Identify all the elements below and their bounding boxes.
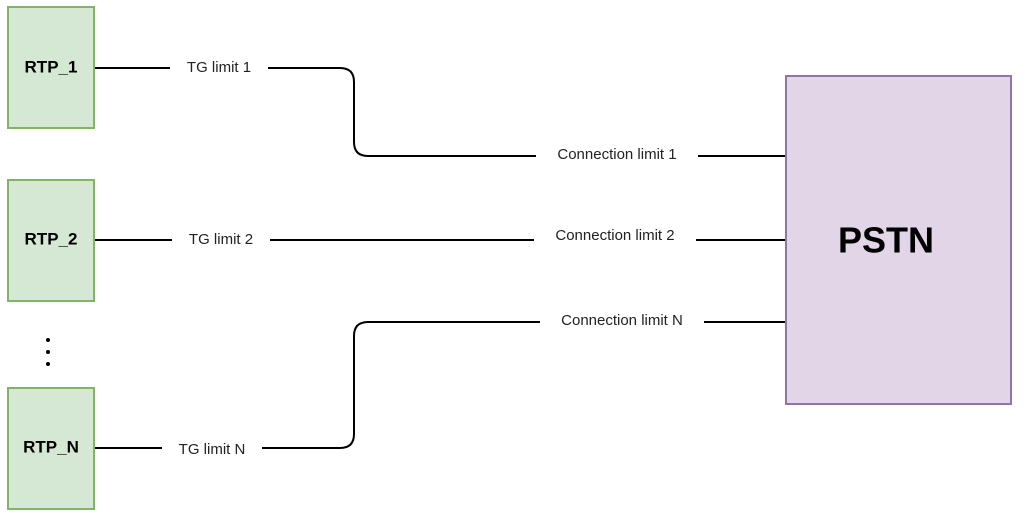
ellipsis-icon xyxy=(46,338,50,366)
node-rtp-n[interactable]: RTP_N xyxy=(7,387,95,510)
node-rtp-2-label: RTP_2 xyxy=(25,229,78,248)
edge-rtp-n-to-pstn xyxy=(94,321,786,449)
tg-limit-n-text: TG limit N xyxy=(179,441,246,458)
connection-limit-n-text: Connection limit N xyxy=(561,312,683,329)
edge-label-connection-limit-2: Connection limit 2 xyxy=(534,226,696,246)
node-pstn[interactable]: PSTN xyxy=(785,75,1012,405)
tg-limit-1-text: TG limit 1 xyxy=(187,59,251,76)
edge-label-tg-limit-n: TG limit N xyxy=(162,440,262,460)
node-rtp-n-label: RTP_N xyxy=(23,437,79,456)
edge-label-tg-limit-2: TG limit 2 xyxy=(172,230,270,250)
tg-limit-2-text: TG limit 2 xyxy=(189,231,253,248)
edge-label-tg-limit-1: TG limit 1 xyxy=(170,58,268,78)
node-pstn-label: PSTN xyxy=(838,220,934,261)
edge-rtp-1-to-pstn xyxy=(94,67,786,157)
edge-label-connection-limit-1: Connection limit 1 xyxy=(536,145,698,165)
edge-label-connection-limit-n: Connection limit N xyxy=(540,311,704,331)
connection-limit-1-text: Connection limit 1 xyxy=(557,146,676,163)
connection-limit-2-text: Connection limit 2 xyxy=(555,227,674,244)
node-rtp-1-label: RTP_1 xyxy=(25,57,78,76)
node-rtp-2[interactable]: RTP_2 xyxy=(7,179,95,302)
node-rtp-1[interactable]: RTP_1 xyxy=(7,6,95,129)
